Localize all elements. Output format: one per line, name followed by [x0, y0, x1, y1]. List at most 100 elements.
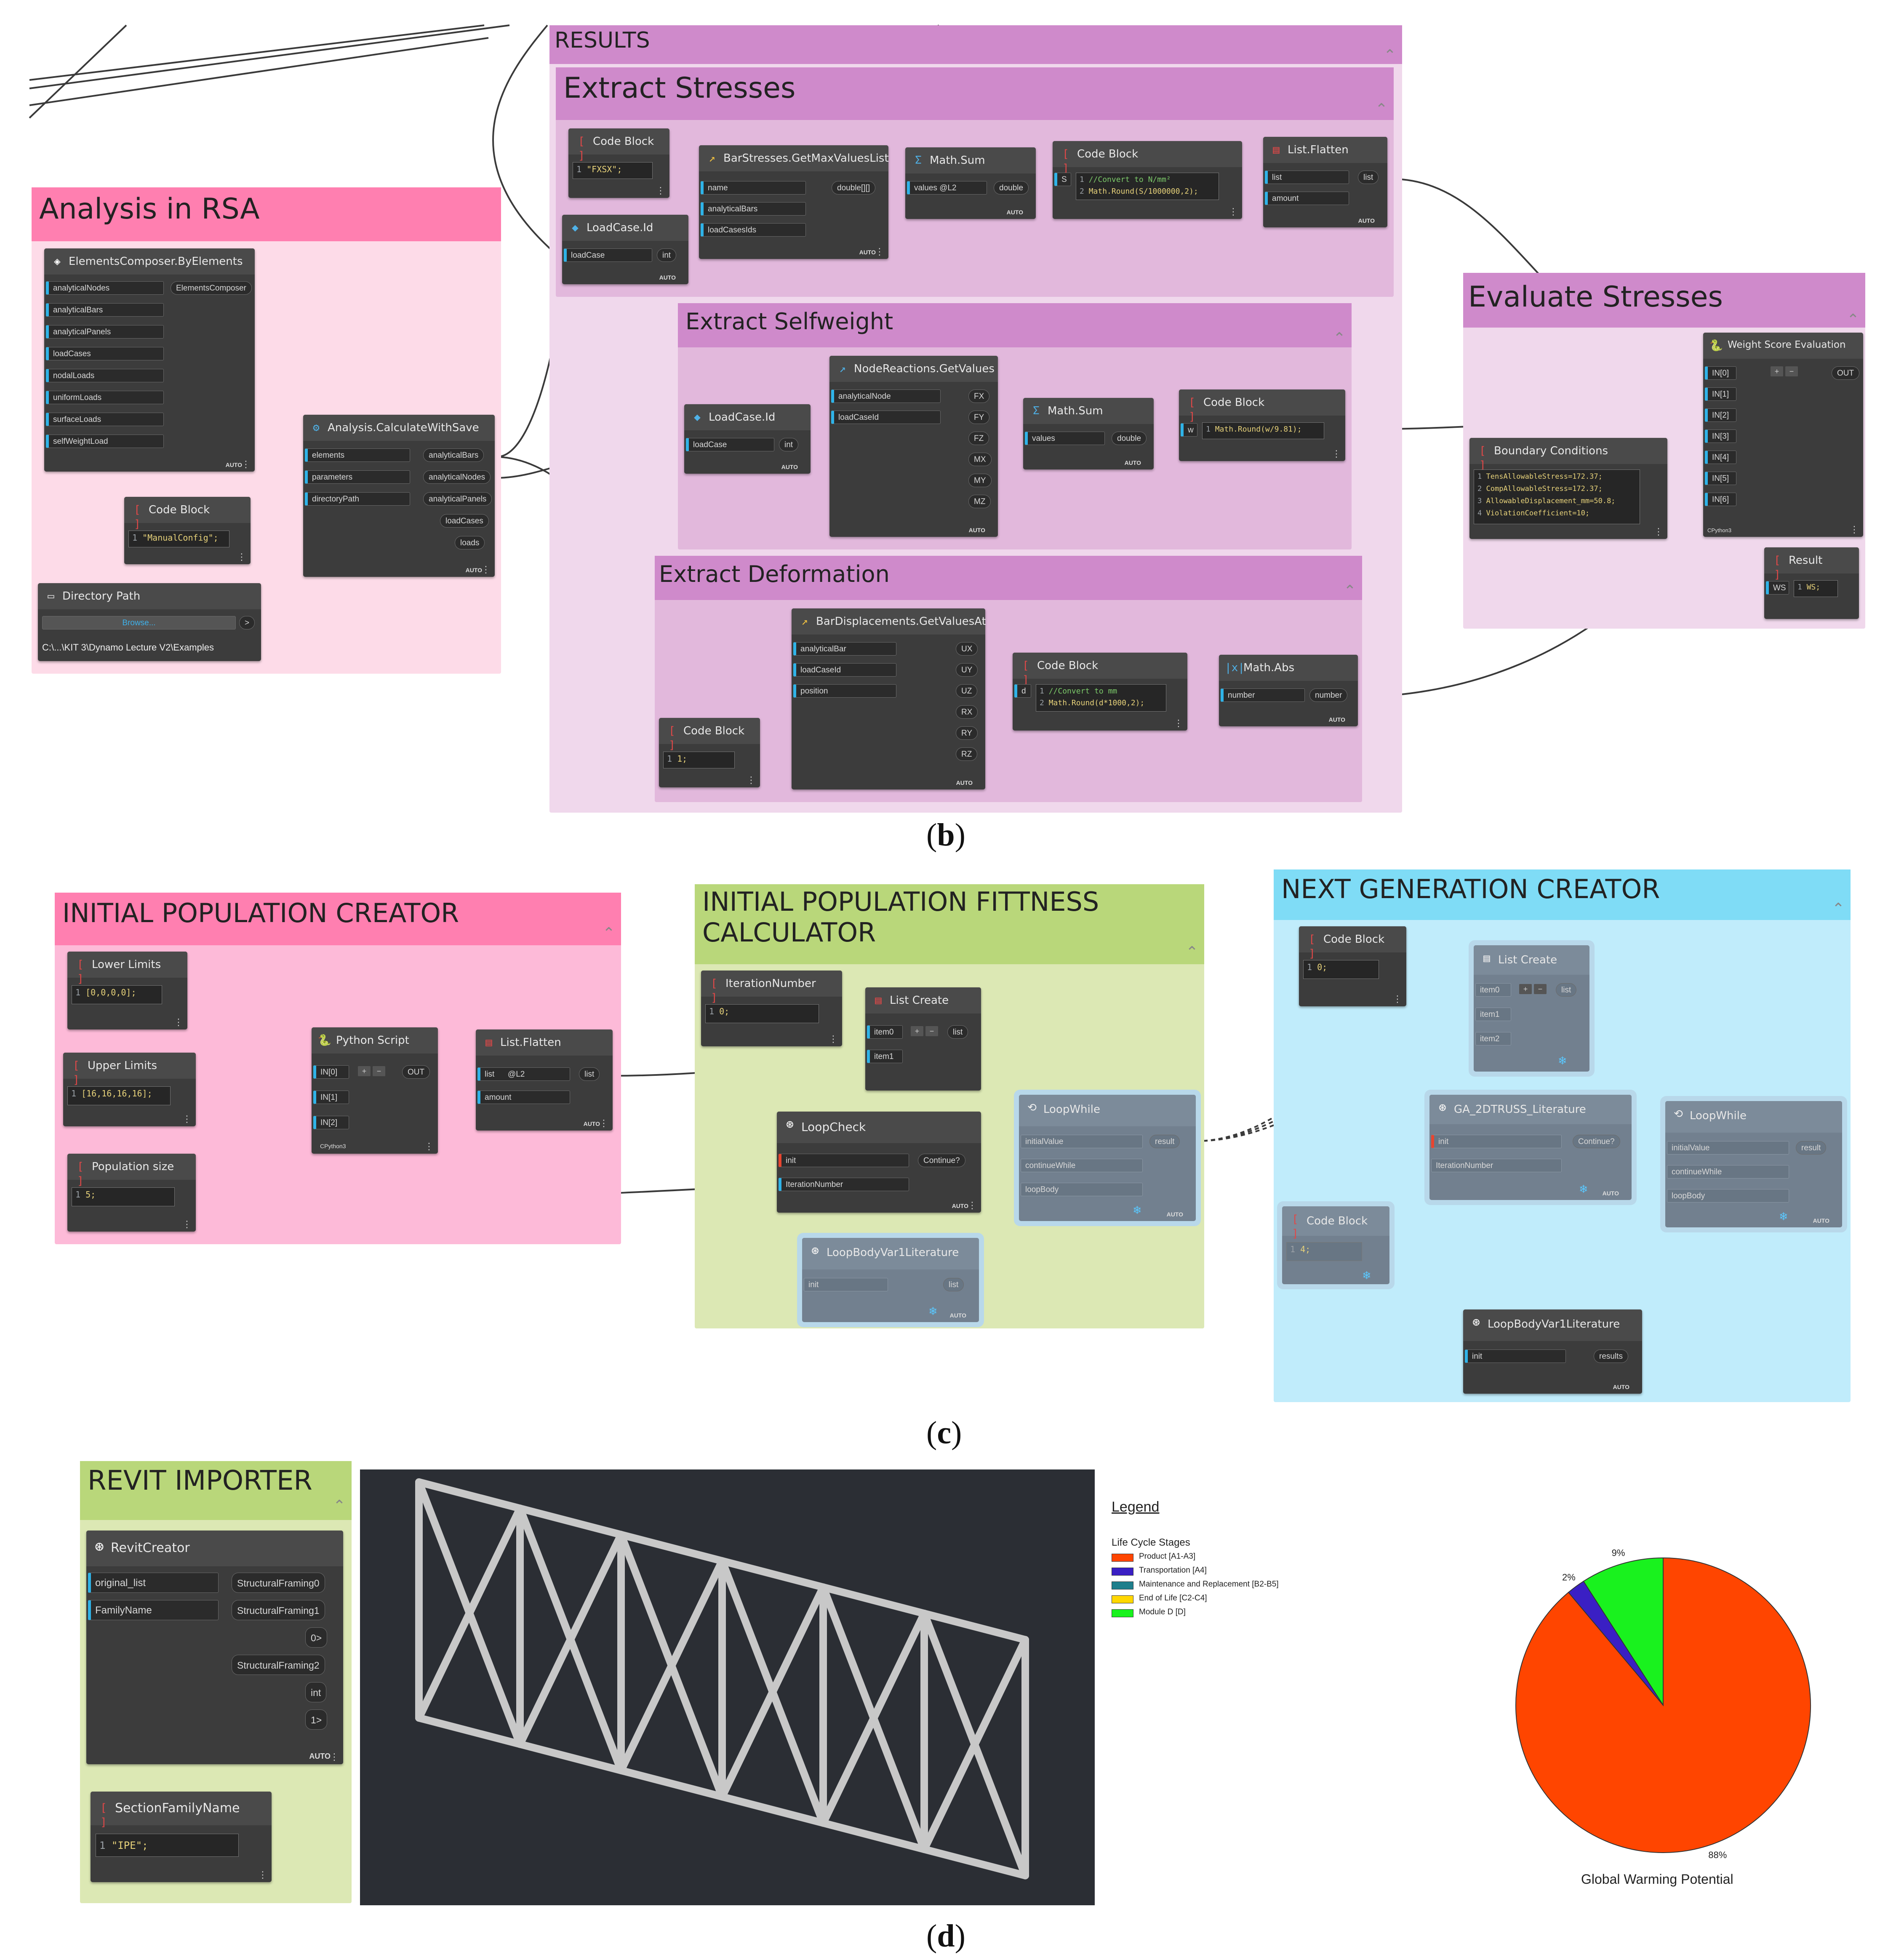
output-port[interactable]: list	[1556, 983, 1577, 997]
loadcase-id-node-2[interactable]: ◆ LoadCase.Id loadCase int AUTO	[684, 404, 811, 474]
output-port[interactable]: FX	[968, 389, 990, 403]
output-port[interactable]: UX	[956, 642, 978, 656]
input-port[interactable]: init	[1465, 1349, 1566, 1363]
input-port[interactable]: selfWeightLoad	[46, 435, 164, 448]
remove-input-button[interactable]: −	[1785, 366, 1798, 376]
input-port[interactable]: init	[779, 1154, 909, 1167]
input-port[interactable]: IN[6]	[1705, 493, 1736, 506]
node-menu-icon[interactable]: ⋮	[968, 1200, 977, 1211]
input-port[interactable]: IN[5]	[1705, 472, 1736, 485]
list-create-node-2[interactable]: ▤ List Create item0 item1 item2 + − list…	[1474, 945, 1589, 1072]
add-input-button[interactable]: +	[358, 1066, 371, 1076]
iteration-number-node[interactable]: [ ] IterationNumber 1 0; ⋮	[701, 971, 842, 1046]
output-port[interactable]: Continue?	[918, 1154, 965, 1167]
browse-button[interactable]: Browse...	[42, 616, 236, 629]
code-editor[interactable]: 1 [0,0,0,0];	[72, 985, 162, 1004]
output-port[interactable]: OUT	[1832, 366, 1860, 380]
node-menu-icon[interactable]: ⋮	[875, 246, 884, 257]
output-port[interactable]: result	[1796, 1141, 1827, 1155]
output-port[interactable]: int	[779, 438, 799, 451]
node-menu-icon[interactable]: ⋮	[182, 1219, 192, 1229]
output-port[interactable]: results	[1594, 1349, 1628, 1363]
output-port[interactable]: 0>	[305, 1627, 328, 1648]
add-item-button[interactable]: +	[911, 1026, 923, 1036]
node-menu-icon[interactable]: ⋮	[1393, 994, 1402, 1004]
output-port[interactable]: FY	[968, 411, 990, 424]
input-port[interactable]: IN[2]	[1705, 408, 1736, 422]
code-editor[interactable]: 1 "FXSX";	[573, 162, 653, 179]
remove-item-button[interactable]: −	[925, 1026, 938, 1036]
code-editor[interactable]: 1 WS;	[1794, 580, 1838, 597]
input-port[interactable]: analyticalBar	[793, 642, 896, 656]
code-editor[interactable]: 1 //Convert to N/mm² 2 Math.Round(S/1000…	[1076, 173, 1219, 200]
node-menu-icon[interactable]: ⋮	[237, 552, 246, 562]
output-port[interactable]: StructuralFraming2	[232, 1655, 325, 1675]
revit-creator-node[interactable]: ⊛ RevitCreator original_list FamilyName …	[86, 1531, 343, 1764]
code-block-convert-stress[interactable]: [ ] Code Block S 1 //Convert to N/mm² 2 …	[1053, 141, 1242, 219]
input-port[interactable]: IN[1]	[313, 1091, 349, 1104]
input-port[interactable]: loadCaseId	[793, 663, 896, 677]
node-menu-icon[interactable]: ⋮	[1229, 206, 1238, 217]
output-port[interactable]: MZ	[968, 495, 991, 508]
code-editor[interactable]: 1 [16,16,16,16];	[67, 1086, 171, 1105]
input-port[interactable]: IN[0]	[1705, 366, 1736, 380]
add-item-button[interactable]: +	[1519, 984, 1532, 994]
code-editor[interactable]: 1 "IPE";	[96, 1834, 239, 1857]
input-port[interactable]: IN[2]	[313, 1116, 349, 1129]
code-editor[interactable]: 1 Math.Round(w/9.81);	[1202, 422, 1324, 439]
code-editor[interactable]: 1 TensAllowableStress=172.37; 2 CompAllo…	[1474, 469, 1640, 524]
input-port[interactable]: init	[804, 1278, 888, 1291]
input-port[interactable]: IterationNumber	[779, 1178, 909, 1191]
ga-2dtruss-node[interactable]: ⊛ GA_2DTRUSS_Literature init IterationNu…	[1429, 1095, 1632, 1200]
input-port[interactable]: loadCases	[46, 347, 164, 360]
node-menu-icon[interactable]: ⋮	[182, 1114, 192, 1124]
loop-body-node-2[interactable]: ⊛ LoopBodyVar1Literature init results AU…	[1463, 1309, 1642, 1394]
input-port[interactable]: initialValue	[1021, 1135, 1143, 1148]
node-menu-icon[interactable]: ⋮	[424, 1141, 434, 1152]
input-port[interactable]: item0	[1475, 983, 1511, 997]
code-editor[interactable]: 1 //Convert to mm 2 Math.Round(d*1000,2)…	[1036, 684, 1166, 712]
code-editor[interactable]: 1 0;	[705, 1004, 819, 1023]
collapse-icon[interactable]: ⌃	[1185, 943, 1198, 960]
node-reactions-node[interactable]: ↗ NodeReactions.GetValues analyticalNode…	[829, 356, 998, 537]
input-port[interactable]: WS	[1766, 581, 1789, 595]
output-port[interactable]: double	[1112, 432, 1147, 445]
node-menu-icon[interactable]: ⋮	[481, 564, 491, 575]
input-port[interactable]: continueWhile	[1021, 1159, 1143, 1172]
list-flatten-node-c[interactable]: ▤ List.Flatten list @L2 amount list AUTO…	[476, 1029, 613, 1131]
output-port[interactable]: result	[1149, 1135, 1180, 1148]
input-port[interactable]: init	[1431, 1135, 1562, 1148]
output-port[interactable]: list	[1358, 171, 1379, 184]
python-script-node[interactable]: 🐍 Python Script IN[0] IN[1] IN[2] + − OU…	[312, 1027, 438, 1154]
output-port[interactable]: RZ	[956, 747, 978, 761]
output-port[interactable]: StructuralFraming0	[232, 1573, 325, 1593]
collapse-icon[interactable]: ⌃	[602, 924, 615, 941]
truss-3d-viewport[interactable]	[360, 1469, 1095, 1905]
lower-limits-node[interactable]: [ ] Lower Limits 1 [0,0,0,0]; ⋮	[67, 952, 187, 1029]
input-port[interactable]: name	[701, 181, 806, 195]
remove-input-button[interactable]: −	[373, 1066, 385, 1076]
directory-path-node[interactable]: ▭ Directory Path Browse... > C:\...\KIT …	[38, 583, 261, 661]
input-port[interactable]: item1	[1475, 1008, 1511, 1021]
input-port[interactable]: original_list	[88, 1573, 219, 1593]
output-port[interactable]: analyticalNodes	[423, 470, 491, 484]
node-menu-icon[interactable]: ⋮	[747, 775, 756, 785]
math-sum-node[interactable]: Σ Math.Sum values @L2 double AUTO	[905, 147, 1036, 219]
input-port[interactable]: surfaceLoads	[46, 413, 164, 426]
node-menu-icon[interactable]: ⋮	[656, 185, 665, 196]
code-block-position[interactable]: [ ] Code Block 1 1; ⋮	[659, 718, 760, 787]
output-port[interactable]: int	[657, 248, 677, 262]
input-port[interactable]: parameters	[305, 470, 410, 484]
code-block-weight[interactable]: [ ] Code Block w 1 Math.Round(w/9.81); ⋮	[1179, 389, 1345, 461]
input-port[interactable]: amount	[477, 1091, 570, 1104]
node-menu-icon[interactable]: ⋮	[1850, 524, 1859, 535]
collapse-icon[interactable]: ⌃	[1333, 329, 1346, 347]
loop-while-node-2[interactable]: ⟲ LoopWhile initialValue continueWhile l…	[1665, 1101, 1842, 1227]
input-port[interactable]: amount	[1265, 192, 1349, 205]
add-input-button[interactable]: +	[1771, 366, 1783, 376]
code-editor[interactable]: 1 0;	[1303, 960, 1379, 979]
input-port[interactable]: item1	[867, 1050, 903, 1063]
code-block-zero[interactable]: [ ] Code Block 1 0; ⋮	[1299, 926, 1406, 1006]
code-block-four[interactable]: [ ] Code Block 1 4; ❄	[1282, 1206, 1389, 1284]
code-editor[interactable]: 1 4;	[1286, 1242, 1362, 1261]
